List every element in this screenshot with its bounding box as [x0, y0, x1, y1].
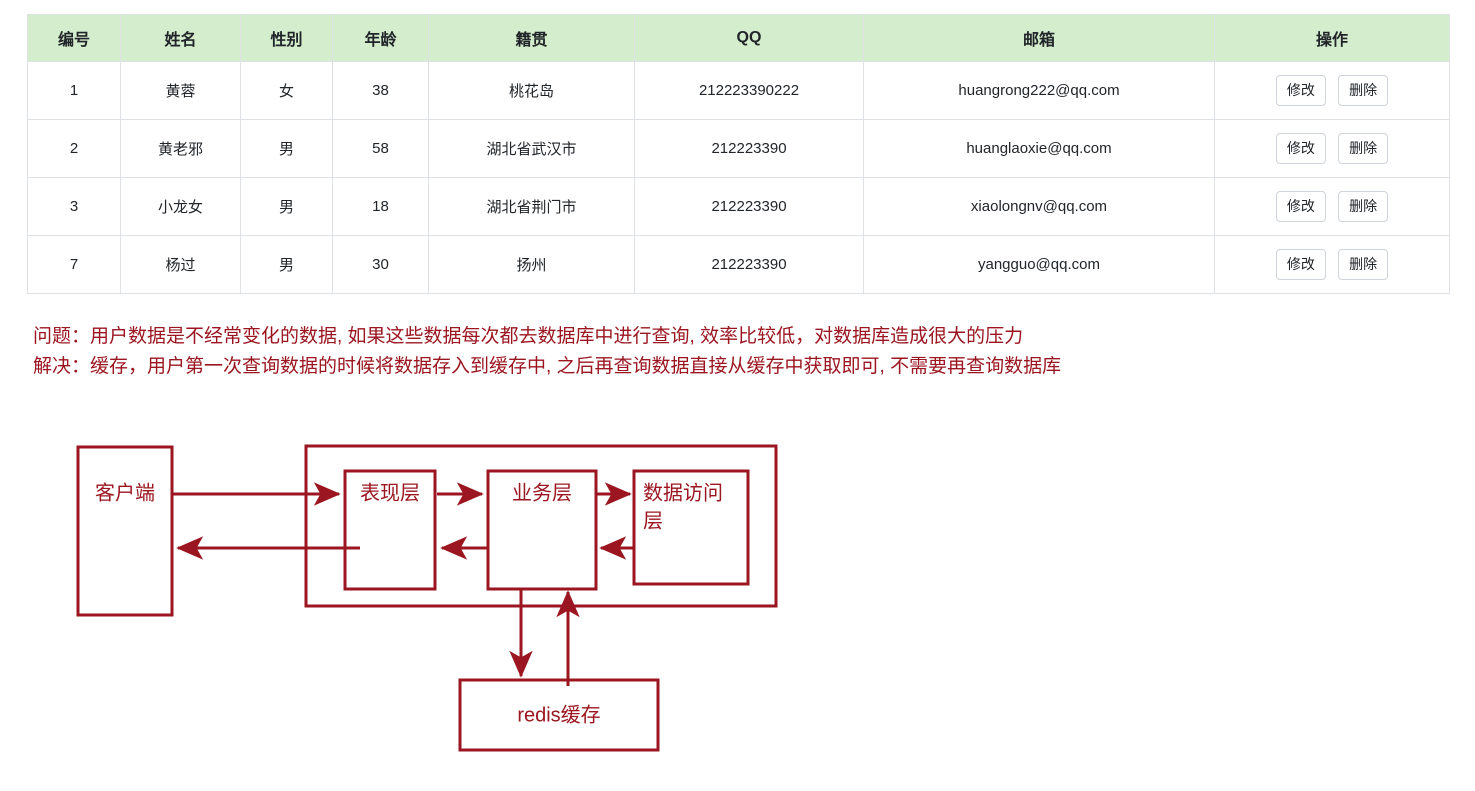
business-layer-box [486, 469, 598, 591]
table-header-row: 编号 姓名 性别 年龄 籍贯 QQ 邮箱 操作 [27, 14, 1450, 62]
cell-age: 38 [332, 61, 429, 120]
table-body: 1 黄蓉 女 38 桃花岛 212223390222 huangrong222@… [27, 61, 1450, 294]
data-access-layer-label-line2: 层 [643, 510, 663, 532]
cell-native: 湖北省武汉市 [428, 119, 635, 178]
client-box [76, 445, 174, 617]
delete-button[interactable]: 删除 [1338, 74, 1389, 107]
note-problem: 问题：用户数据是不经常变化的数据, 如果这些数据每次都去数据库中进行查询, 效率… [33, 326, 1024, 347]
table-row: 3 小龙女 男 18 湖北省荆门市 212223390 xiaolongnv@q… [27, 177, 1450, 236]
data-access-layer-box [632, 469, 750, 586]
presentation-layer-box [343, 469, 437, 591]
table-row: 7 杨过 男 30 扬州 212223390 yangguo@qq.com 修改… [27, 235, 1450, 294]
cell-email: huanglaoxie@qq.com [863, 119, 1215, 178]
column-header-email: 邮箱 [863, 14, 1215, 62]
layers-container-box [304, 444, 778, 608]
redis-cache-label: redis缓存 [517, 703, 600, 726]
cell-operations: 修改 删除 [1214, 177, 1450, 236]
cell-name: 黄老邪 [120, 119, 241, 178]
architecture-diagram: 客户端 表现层 业务层 数据访问 层 redis缓存 [0, 408, 1475, 791]
column-header-operations: 操作 [1214, 14, 1450, 62]
presentation-layer-label: 表现层 [360, 481, 420, 504]
cell-operations: 修改 删除 [1214, 235, 1450, 294]
delete-button[interactable]: 删除 [1338, 248, 1389, 281]
column-header-id: 编号 [27, 14, 121, 62]
column-header-qq: QQ [634, 14, 864, 62]
cell-qq: 212223390 [634, 119, 864, 178]
cell-email: yangguo@qq.com [863, 235, 1215, 294]
client-box-label: 客户端 [95, 481, 155, 504]
cell-age: 18 [332, 177, 429, 236]
cell-native: 扬州 [428, 235, 635, 294]
column-header-age: 年龄 [332, 14, 429, 62]
explanation-notes: 问题：用户数据是不经常变化的数据, 如果这些数据每次都去数据库中进行查询, 效率… [33, 322, 1061, 382]
cell-age: 58 [332, 119, 429, 178]
cell-name: 小龙女 [120, 177, 241, 236]
edit-button[interactable]: 修改 [1275, 132, 1326, 165]
cell-email: xiaolongnv@qq.com [863, 177, 1215, 236]
user-table: 编号 姓名 性别 年龄 籍贯 QQ 邮箱 操作 1 黄蓉 女 38 桃花岛 21… [27, 14, 1450, 294]
cell-gender: 男 [240, 235, 333, 294]
cell-name: 杨过 [120, 235, 241, 294]
edit-button[interactable]: 修改 [1275, 248, 1326, 281]
cell-email: huangrong222@qq.com [863, 61, 1215, 120]
column-header-gender: 性别 [240, 14, 333, 62]
redis-cache-box [458, 678, 660, 752]
cell-age: 30 [332, 235, 429, 294]
cell-id: 2 [27, 119, 121, 178]
cell-qq: 212223390222 [634, 61, 864, 120]
cell-name: 黄蓉 [120, 61, 241, 120]
cell-native: 桃花岛 [428, 61, 635, 120]
cell-operations: 修改 删除 [1214, 61, 1450, 120]
delete-button[interactable]: 删除 [1338, 132, 1389, 165]
note-solution: 解决：缓存，用户第一次查询数据的时候将数据存入到缓存中, 之后再查询数据直接从缓… [33, 356, 1062, 377]
column-header-native: 籍贯 [428, 14, 635, 62]
cell-id: 3 [27, 177, 121, 236]
cell-qq: 212223390 [634, 177, 864, 236]
cell-qq: 212223390 [634, 235, 864, 294]
table-row: 1 黄蓉 女 38 桃花岛 212223390222 huangrong222@… [27, 61, 1450, 120]
edit-button[interactable]: 修改 [1275, 74, 1326, 107]
edit-button[interactable]: 修改 [1275, 190, 1326, 223]
cell-gender: 男 [240, 119, 333, 178]
table-row: 2 黄老邪 男 58 湖北省武汉市 212223390 huanglaoxie@… [27, 119, 1450, 178]
cell-operations: 修改 删除 [1214, 119, 1450, 178]
business-layer-label: 业务层 [512, 481, 572, 504]
cell-gender: 男 [240, 177, 333, 236]
cell-id: 1 [27, 61, 121, 120]
cell-native: 湖北省荆门市 [428, 177, 635, 236]
cell-id: 7 [27, 235, 121, 294]
data-access-layer-label-line1: 数据访问 [643, 481, 723, 504]
column-header-name: 姓名 [120, 14, 241, 62]
delete-button[interactable]: 删除 [1338, 190, 1389, 223]
cell-gender: 女 [240, 61, 333, 120]
table-header: 编号 姓名 性别 年龄 籍贯 QQ 邮箱 操作 [27, 14, 1450, 62]
